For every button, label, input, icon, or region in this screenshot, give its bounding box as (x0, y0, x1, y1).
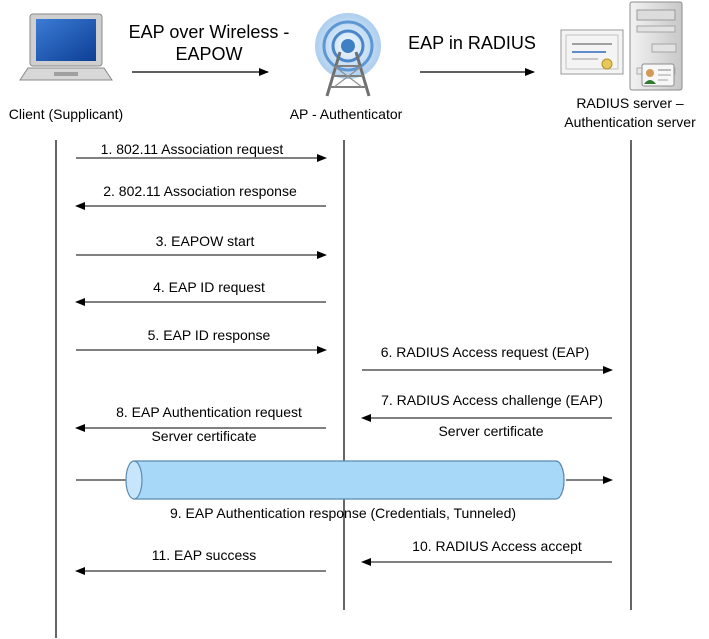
radius-label-line2: Authentication server (564, 114, 696, 130)
msg-8-label: 8. EAP Authentication request (116, 404, 302, 420)
msg-1-label: 1. 802.11 Association request (101, 141, 284, 157)
tunnel-body (133, 460, 565, 500)
eapow-label-line1: EAP over Wireless - (129, 22, 290, 42)
msg-7-sublabel: Server certificate (438, 423, 543, 439)
msg-10-label: 10. RADIUS Access accept (412, 538, 582, 554)
certificate-icon (560, 29, 624, 75)
ap-label: AP - Authenticator (290, 106, 403, 122)
msg-7-label: 7. RADIUS Access challenge (EAP) (381, 392, 603, 408)
msg-5-label: 5. EAP ID response (148, 327, 271, 343)
msg-2-label: 2. 802.11 Association response (103, 183, 297, 199)
radius-label-line1: RADIUS server – (576, 95, 684, 111)
msg-6-label: 6. RADIUS Access request (EAP) (381, 344, 590, 360)
laptop-icon (19, 13, 113, 81)
tunnel-front-cap (125, 460, 143, 500)
id-card-icon (641, 63, 675, 87)
msg-8-sublabel: Server certificate (151, 428, 256, 444)
msg-4-label: 4. EAP ID request (153, 279, 265, 295)
eap-in-radius-label: EAP in RADIUS (408, 33, 536, 53)
eapow-label-line2: EAPOW (175, 44, 242, 64)
access-point-icon (315, 13, 381, 97)
tls-tunnel (76, 460, 613, 500)
msg-11-label: 11. EAP success (152, 547, 257, 563)
client-label: Client (Supplicant) (9, 106, 123, 122)
msg-9-label: 9. EAP Authentication response (Credenti… (170, 505, 516, 521)
msg-3-label: 3. EAPOW start (156, 233, 255, 249)
